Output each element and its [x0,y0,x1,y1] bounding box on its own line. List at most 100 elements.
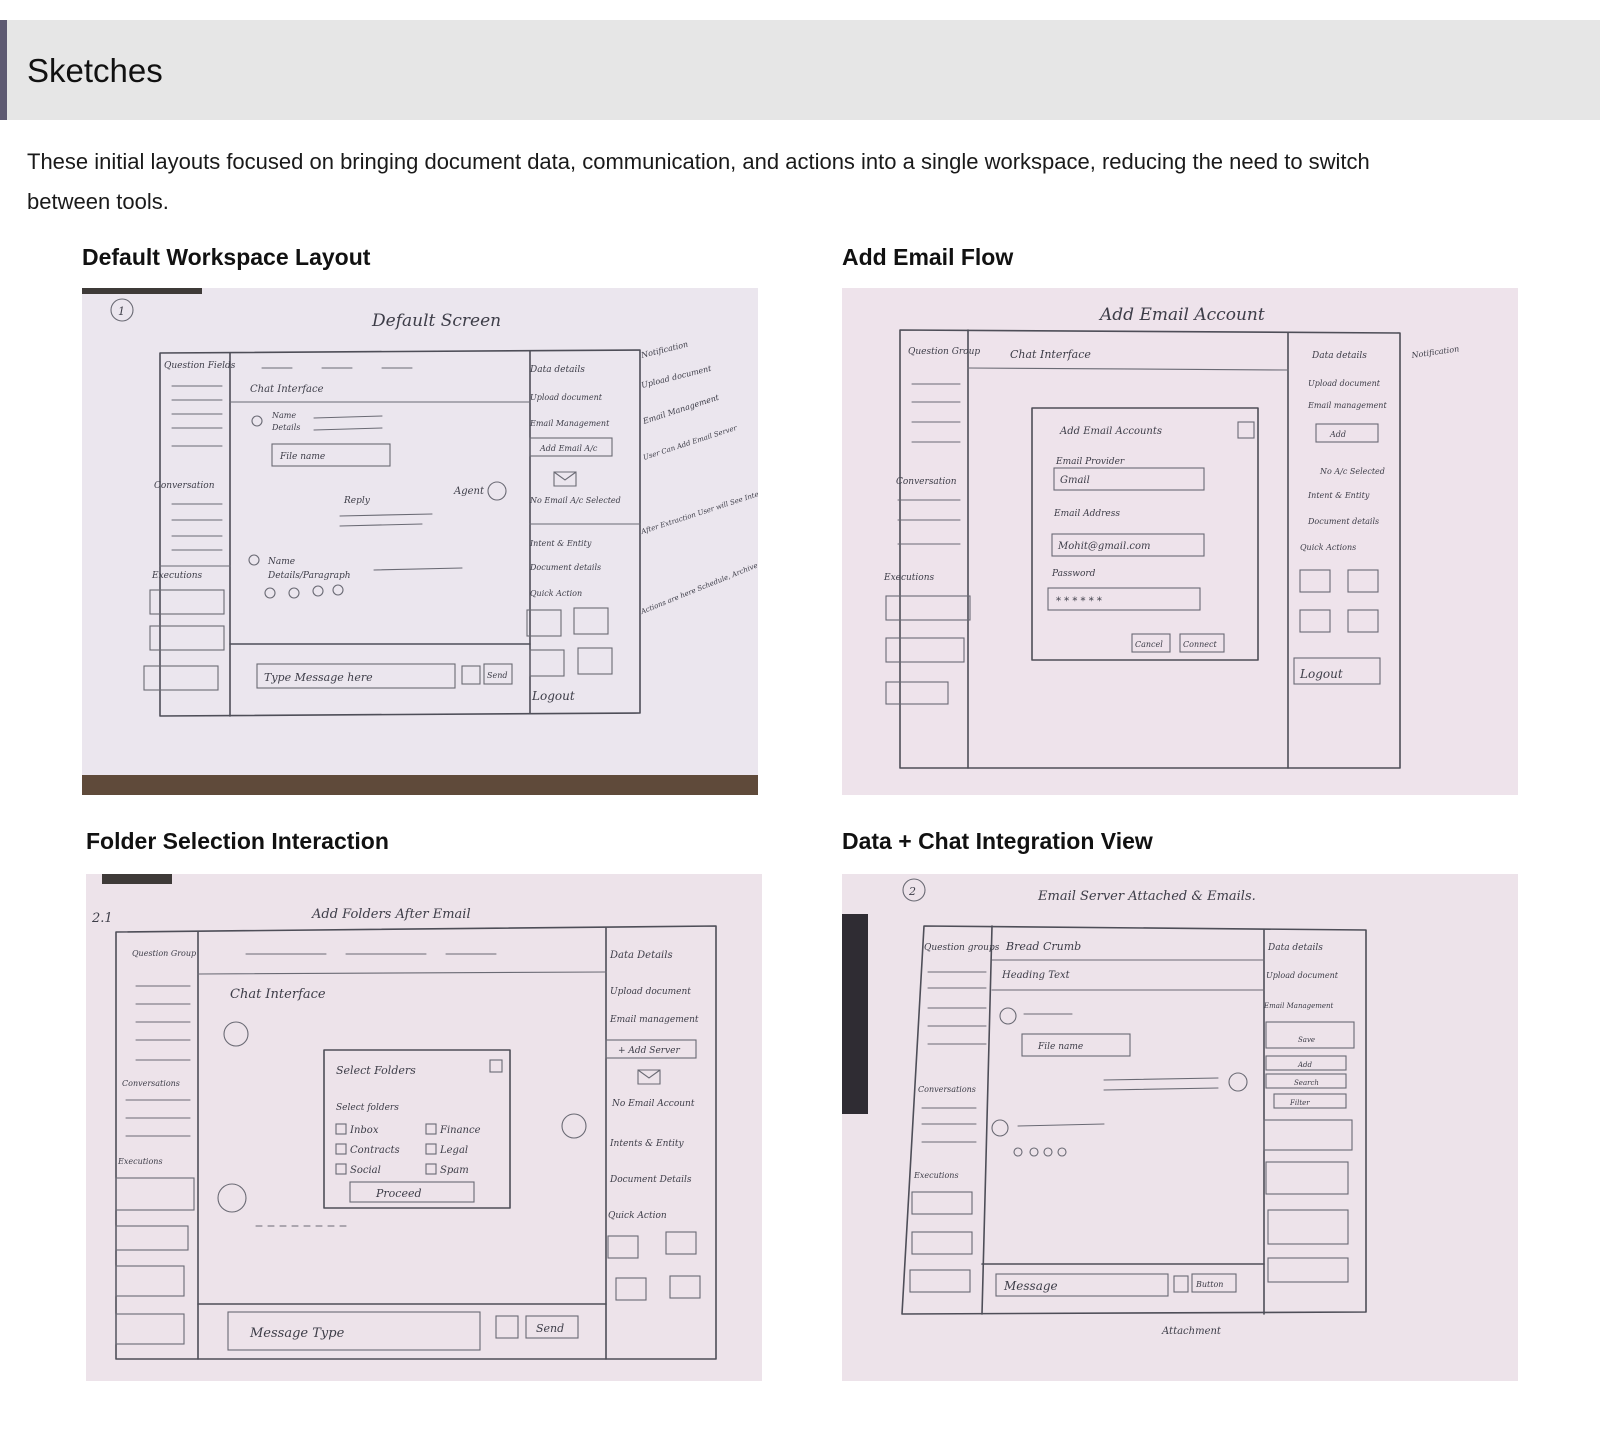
sketch-image-add-email-flow: Add Email Account Question Group Convers… [842,288,1518,795]
sketch-title-data-chat-integration: Data + Chat Integration View [842,828,1153,854]
svg-text:Email Management: Email Management [1263,1002,1334,1010]
svg-text:Reply: Reply [343,496,371,506]
svg-text:Save: Save [1298,1036,1315,1044]
svg-text:+ Add Server: + Add Server [618,1046,680,1056]
svg-text:Proceed: Proceed [375,1187,422,1200]
svg-text:Add Folders After Email: Add Folders After Email [311,907,471,922]
section-title: Sketches [27,52,163,89]
svg-text:Password: Password [1051,569,1096,579]
svg-text:Email management: Email management [609,1015,699,1025]
svg-text:Message Type: Message Type [249,1326,345,1341]
svg-text:Quick Actions: Quick Actions [1300,543,1356,552]
svg-text:* * * * * *: * * * * * * [1056,596,1102,607]
svg-text:Gmail: Gmail [1060,475,1090,486]
svg-text:No A/c Selected: No A/c Selected [1319,467,1385,476]
svg-text:Send: Send [536,1322,564,1335]
svg-text:Question Group: Question Group [908,347,980,357]
svg-text:Upload document: Upload document [530,393,603,402]
svg-text:Data details: Data details [1311,351,1367,361]
svg-text:Details/Paragraph: Details/Paragraph [267,571,351,581]
svg-text:Data Details: Data Details [609,950,673,961]
svg-text:Legal: Legal [439,1145,468,1156]
svg-text:Name: Name [271,411,296,420]
svg-text:Email Management: Email Management [529,419,610,428]
page-number: 1 [118,305,125,318]
svg-text:Chat Interface: Chat Interface [230,987,326,1002]
svg-text:File name: File name [279,452,325,462]
sketch-image-data-chat-integration: 2 Email Server Attached & Emails. Questi… [842,874,1518,1381]
svg-text:Social: Social [350,1165,381,1176]
svg-text:No Email Account: No Email Account [611,1099,695,1109]
svg-text:Executions: Executions [117,1157,163,1166]
svg-text:Heading Text: Heading Text [1001,970,1071,981]
svg-text:Question Fields: Question Fields [164,361,236,371]
svg-text:Quick Action: Quick Action [530,589,582,598]
svg-text:Quick Action: Quick Action [608,1211,667,1221]
svg-text:Document Details: Document Details [609,1175,692,1185]
svg-text:Select folders: Select folders [336,1103,399,1113]
svg-text:Intents & Entity: Intents & Entity [609,1139,685,1149]
sketch-title-add-email-flow: Add Email Flow [842,244,1014,270]
svg-text:Message: Message [1003,1279,1058,1293]
svg-text:Contracts: Contracts [350,1145,400,1156]
sketch-title-folder-selection: Folder Selection Interaction [86,828,389,854]
svg-text:Cancel: Cancel [1135,640,1163,649]
svg-text:Search: Search [1294,1079,1319,1087]
svg-text:Upload document: Upload document [610,987,691,997]
svg-text:Mohit@gmail.com: Mohit@gmail.com [1057,541,1150,552]
svg-text:2.1: 2.1 [91,911,113,926]
svg-text:Logout: Logout [1299,667,1343,681]
svg-text:Connect: Connect [1183,640,1217,649]
sketch-title-default-workspace: Default Workspace Layout [82,244,371,270]
svg-text:Email Provider: Email Provider [1055,457,1125,467]
svg-text:Upload document: Upload document [1266,971,1339,980]
svg-text:Conversation: Conversation [154,481,215,491]
svg-text:Logout: Logout [531,689,575,703]
svg-text:Executions: Executions [883,573,935,583]
svg-text:Send: Send [487,671,508,680]
svg-text:Inbox: Inbox [349,1125,379,1136]
svg-text:Email Server Attached & Emails: Email Server Attached & Emails. [1037,889,1256,904]
svg-text:Agent: Agent [453,486,485,497]
svg-text:Type Message here: Type Message here [264,671,373,684]
svg-text:Document details: Document details [529,563,601,572]
svg-text:Conversations: Conversations [122,1079,180,1088]
svg-text:Question Group: Question Group [132,949,196,958]
svg-text:File name: File name [1037,1042,1083,1052]
svg-text:Intent & Entity: Intent & Entity [1307,491,1370,500]
svg-text:Filter: Filter [1289,1099,1310,1107]
svg-text:Bread Crumb: Bread Crumb [1005,940,1081,953]
svg-text:Data details: Data details [1267,943,1323,953]
svg-text:Conversations: Conversations [918,1085,976,1094]
svg-text:Add: Add [1329,430,1346,439]
svg-text:Data details: Data details [529,365,585,375]
svg-text:2: 2 [908,885,916,898]
svg-text:Question groups: Question groups [924,943,1000,953]
svg-text:Add Email Account: Add Email Account [1098,305,1265,325]
svg-text:Email Address: Email Address [1053,509,1120,519]
svg-text:Button: Button [1195,1280,1223,1289]
intro-paragraph: These initial layouts focused on bringin… [27,149,1370,214]
svg-text:Spam: Spam [440,1165,469,1176]
svg-text:Chat Interface: Chat Interface [1010,348,1091,361]
svg-text:Name: Name [267,557,295,567]
section-header: Sketches [0,20,1600,120]
svg-text:Details: Details [271,423,300,432]
svg-text:Upload document: Upload document [1308,379,1381,388]
sheet-heading: Default Screen [371,311,501,331]
sketch-image-default-workspace: 1 Default Screen Question Fields Convers… [82,288,758,795]
svg-text:Intent & Entity: Intent & Entity [529,539,592,548]
svg-text:Add Email Accounts: Add Email Accounts [1059,426,1162,437]
svg-text:Chat Interface: Chat Interface [250,384,324,395]
svg-text:No Email A/c Selected: No Email A/c Selected [529,496,621,505]
svg-text:Add Email A/c: Add Email A/c [539,444,598,453]
svg-text:Conversation: Conversation [896,477,957,487]
svg-text:Attachment: Attachment [1161,1326,1222,1337]
svg-text:Executions: Executions [913,1171,959,1180]
svg-text:Select Folders: Select Folders [336,1064,416,1077]
sketch-image-folder-selection: 2.1 Add Folders After Email Question Gro… [86,874,762,1381]
svg-text:Executions: Executions [151,571,203,581]
svg-text:Email management: Email management [1307,401,1387,410]
svg-text:Document details: Document details [1307,517,1379,526]
svg-text:Finance: Finance [439,1125,481,1136]
